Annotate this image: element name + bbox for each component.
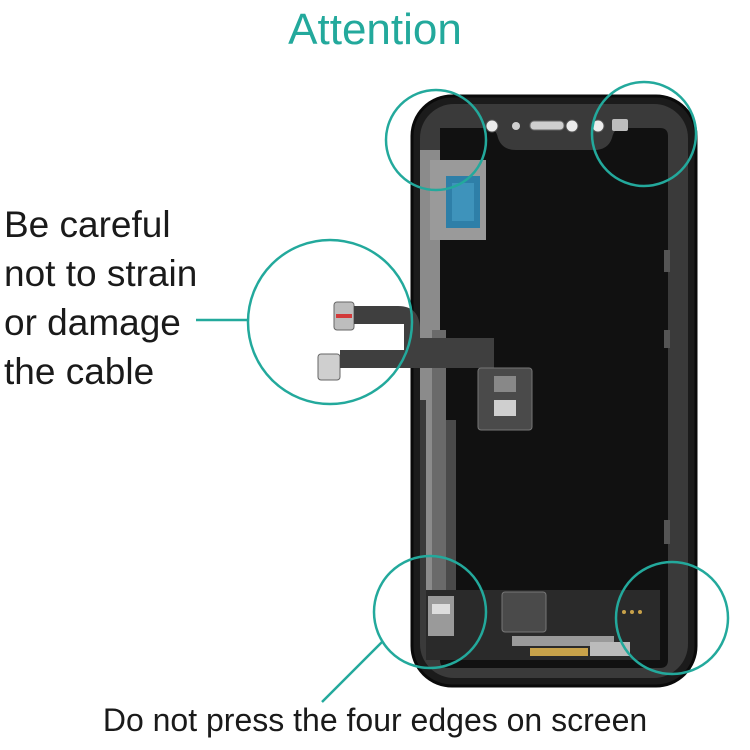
- highlight-circle-bottom-right-icon: [614, 560, 730, 676]
- callout-lines: [196, 318, 383, 703]
- cable-warning-line-1: Be careful: [4, 204, 171, 245]
- cable-warning-line-2: not to strain: [4, 253, 198, 294]
- highlight-circle-top-left-icon: [384, 88, 488, 192]
- highlight-circles: [246, 80, 730, 676]
- flex-cable-icon: [317, 301, 533, 431]
- edges-warning-text: Do not press the four edges on screen: [102, 702, 648, 738]
- phone-screen-assembly-icon: [410, 94, 698, 688]
- page-title: Attention: [288, 5, 462, 54]
- cable-warning-text: Be careful not to strain or damage the c…: [4, 200, 239, 396]
- edges-callout-line: [321, 641, 383, 703]
- highlight-circle-bottom-left-icon: [372, 554, 488, 670]
- cable-warning-line-4: the cable: [4, 351, 155, 392]
- cable-warning-line-3: or damage: [4, 302, 181, 343]
- highlight-circle-cable-icon: [246, 238, 414, 406]
- highlight-circle-top-right-icon: [590, 80, 698, 188]
